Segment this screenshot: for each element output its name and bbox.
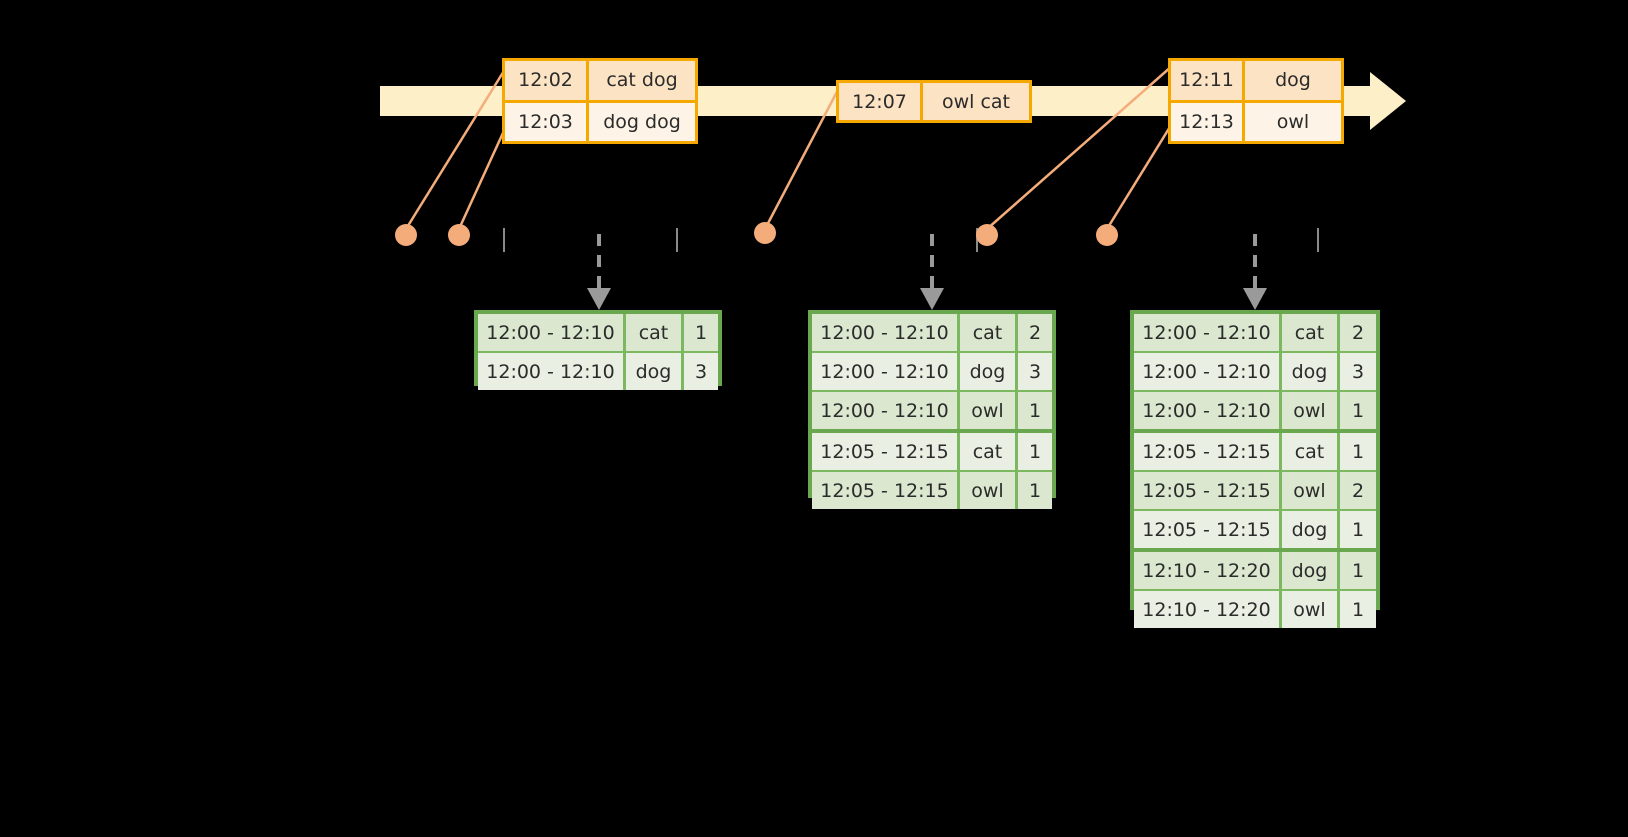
timeline-tick (676, 228, 678, 252)
event-payload: dog (1245, 61, 1341, 100)
key-cell: cat (1282, 433, 1340, 470)
key-cell: owl (960, 392, 1018, 429)
event-time: 12:11 (1171, 61, 1245, 100)
event-box-3[interactable]: 12:11 dog 12:13 owl (1168, 58, 1344, 144)
event-dot (395, 224, 417, 246)
window-cell: 12:00 - 12:10 (478, 353, 626, 390)
timeline-tick (503, 228, 505, 252)
key-cell: dog (960, 353, 1018, 390)
window-cell: 12:10 - 12:20 (1134, 552, 1282, 589)
window-cell: 12:05 - 12:15 (1134, 433, 1282, 470)
event-row[interactable]: 12:13 owl (1171, 99, 1341, 141)
window-cell: 12:05 - 12:15 (1134, 472, 1282, 509)
event-dot (1096, 224, 1118, 246)
count-cell: 3 (1340, 353, 1376, 390)
count-cell: 1 (684, 314, 718, 351)
count-cell: 1 (1018, 392, 1052, 429)
count-cell: 1 (1340, 433, 1376, 470)
count-cell: 2 (1340, 472, 1376, 509)
event-time: 12:03 (505, 102, 589, 141)
event-dot (754, 222, 776, 244)
timeline-tick (1317, 228, 1319, 252)
window-cell: 12:10 - 12:20 (1134, 591, 1282, 628)
count-cell: 2 (1018, 314, 1052, 351)
count-cell: 1 (1340, 392, 1376, 429)
window-cell: 12:00 - 12:10 (812, 314, 960, 351)
event-payload: dog dog (589, 102, 695, 141)
event-row[interactable]: 12:03 dog dog (505, 99, 695, 141)
key-cell: owl (1282, 591, 1340, 628)
event-dot (448, 224, 470, 246)
event-row[interactable]: 12:02 cat dog (505, 61, 695, 100)
event-time: 12:13 (1171, 102, 1245, 141)
count-cell: 3 (684, 353, 718, 390)
key-cell: dog (1282, 511, 1340, 548)
key-cell: cat (960, 433, 1018, 470)
event-box-1[interactable]: 12:02 cat dog 12:03 dog dog (502, 58, 698, 144)
count-cell: 2 (1340, 314, 1376, 351)
key-cell: owl (960, 472, 1018, 509)
event-time: 12:07 (839, 83, 923, 120)
window-cell: 12:00 - 12:10 (812, 353, 960, 390)
window-cell: 12:05 - 12:15 (812, 472, 960, 509)
window-cell: 12:00 - 12:10 (478, 314, 626, 351)
key-cell: dog (1282, 552, 1340, 589)
window-cell: 12:05 - 12:15 (812, 433, 960, 470)
event-payload: owl (1245, 102, 1341, 141)
window-cell: 12:00 - 12:10 (1134, 353, 1282, 390)
window-cell: 12:00 - 12:10 (812, 392, 960, 429)
key-cell: cat (626, 314, 684, 351)
key-cell: owl (1282, 472, 1340, 509)
count-cell: 1 (1018, 472, 1052, 509)
count-cell: 1 (1018, 433, 1052, 470)
event-row[interactable]: 12:11 dog (1171, 61, 1341, 100)
event-dot (976, 224, 998, 246)
count-cell: 1 (1340, 591, 1376, 628)
event-payload: cat dog (589, 61, 695, 100)
count-cell: 1 (1340, 552, 1376, 589)
window-cell: 12:00 - 12:10 (1134, 392, 1282, 429)
key-cell: dog (1282, 353, 1340, 390)
event-row[interactable]: 12:07 owl cat (839, 83, 1029, 120)
key-cell: cat (1282, 314, 1340, 351)
count-cell: 1 (1340, 511, 1376, 548)
event-time: 12:02 (505, 61, 589, 100)
timeline-arrowhead-icon (1370, 72, 1406, 130)
key-cell: owl (1282, 392, 1340, 429)
window-cell: 12:00 - 12:10 (1134, 314, 1282, 351)
key-cell: cat (960, 314, 1018, 351)
key-cell: dog (626, 353, 684, 390)
window-cell: 12:05 - 12:15 (1134, 511, 1282, 548)
event-box-2[interactable]: 12:07 owl cat (836, 80, 1032, 123)
event-payload: owl cat (923, 83, 1029, 120)
count-cell: 3 (1018, 353, 1052, 390)
